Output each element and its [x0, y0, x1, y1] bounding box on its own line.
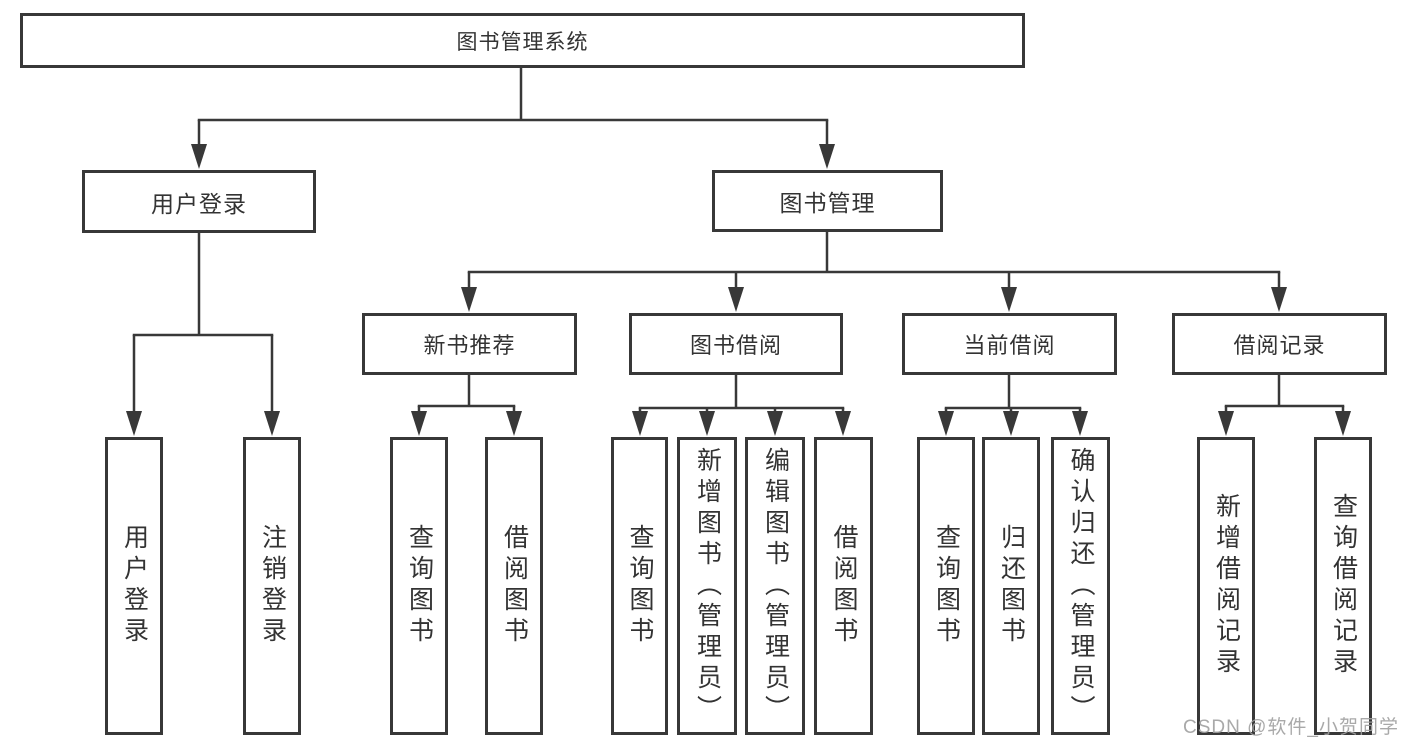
node-borrow-record: 借阅记录: [1172, 313, 1387, 375]
node-leaf-edit-book-admin: 编辑图书（管理员）: [745, 437, 805, 735]
node-leaf-query-book-3: 查询图书: [917, 437, 975, 735]
csdn-watermark: CSDN @软件_小贺同学: [1183, 717, 1399, 738]
connector-book-borrow-group: [632, 375, 851, 436]
node-label: 确认归还（管理员）: [1067, 446, 1095, 726]
node-leaf-add-borrow-record: 新增借阅记录: [1197, 437, 1255, 735]
node-label: 归还图书: [997, 524, 1026, 648]
connector-root-to-level2: [191, 68, 835, 169]
node-label: 用户登录: [151, 190, 247, 217]
node-label: 查询图书: [626, 524, 654, 648]
node-user-login: 用户登录: [82, 170, 316, 233]
node-leaf-return-book: 归还图书: [982, 437, 1040, 735]
node-label: 图书管理系统: [456, 30, 589, 54]
connector-borrow-record-group: [1218, 375, 1351, 436]
node-leaf-borrow-book-2: 借阅图书: [814, 437, 873, 735]
node-leaf-borrow-book-1: 借阅图书: [485, 437, 543, 735]
node-leaf-query-book-2: 查询图书: [611, 437, 668, 735]
node-leaf-query-book-1: 查询图书: [390, 437, 448, 735]
node-label: 用户登录: [120, 524, 149, 648]
node-library-management-system: 图书管理系统: [20, 13, 1025, 68]
node-label: 图书借阅: [689, 333, 782, 358]
node-label: 借阅记录: [1233, 333, 1326, 358]
node-label: 编辑图书（管理员）: [761, 446, 790, 726]
node-leaf-logout: 注销登录: [243, 437, 301, 735]
node-label: 借阅图书: [830, 524, 858, 648]
node-new-book-recommend: 新书推荐: [362, 313, 577, 375]
node-label: 新增借阅记录: [1212, 493, 1241, 679]
node-leaf-user-login: 用户登录: [105, 437, 163, 735]
node-current-borrow: 当前借阅: [902, 313, 1117, 375]
node-label: 新书推荐: [423, 333, 516, 358]
node-label: 新增图书（管理员）: [693, 446, 722, 726]
connector-book-management-to-level3: [461, 232, 1287, 312]
node-leaf-confirm-return-admin: 确认归还（管理员）: [1051, 437, 1110, 735]
node-leaf-add-book-admin: 新增图书（管理员）: [677, 437, 737, 735]
node-book-management: 图书管理: [712, 170, 943, 232]
node-label: 当前借阅: [963, 333, 1056, 358]
node-label: 借阅图书: [500, 524, 529, 648]
node-label: 图书管理: [779, 190, 876, 216]
node-label: 查询图书: [405, 524, 434, 648]
node-label: 注销登录: [258, 524, 287, 648]
connector-current-borrow-group: [938, 375, 1088, 436]
node-label: 查询图书: [932, 524, 961, 648]
connector-new-book-group: [411, 375, 522, 436]
node-label: 查询借阅记录: [1329, 493, 1358, 679]
node-book-borrow: 图书借阅: [629, 313, 843, 375]
connector-user-login-group: [126, 233, 280, 436]
node-leaf-query-borrow-record: 查询借阅记录: [1314, 437, 1372, 735]
